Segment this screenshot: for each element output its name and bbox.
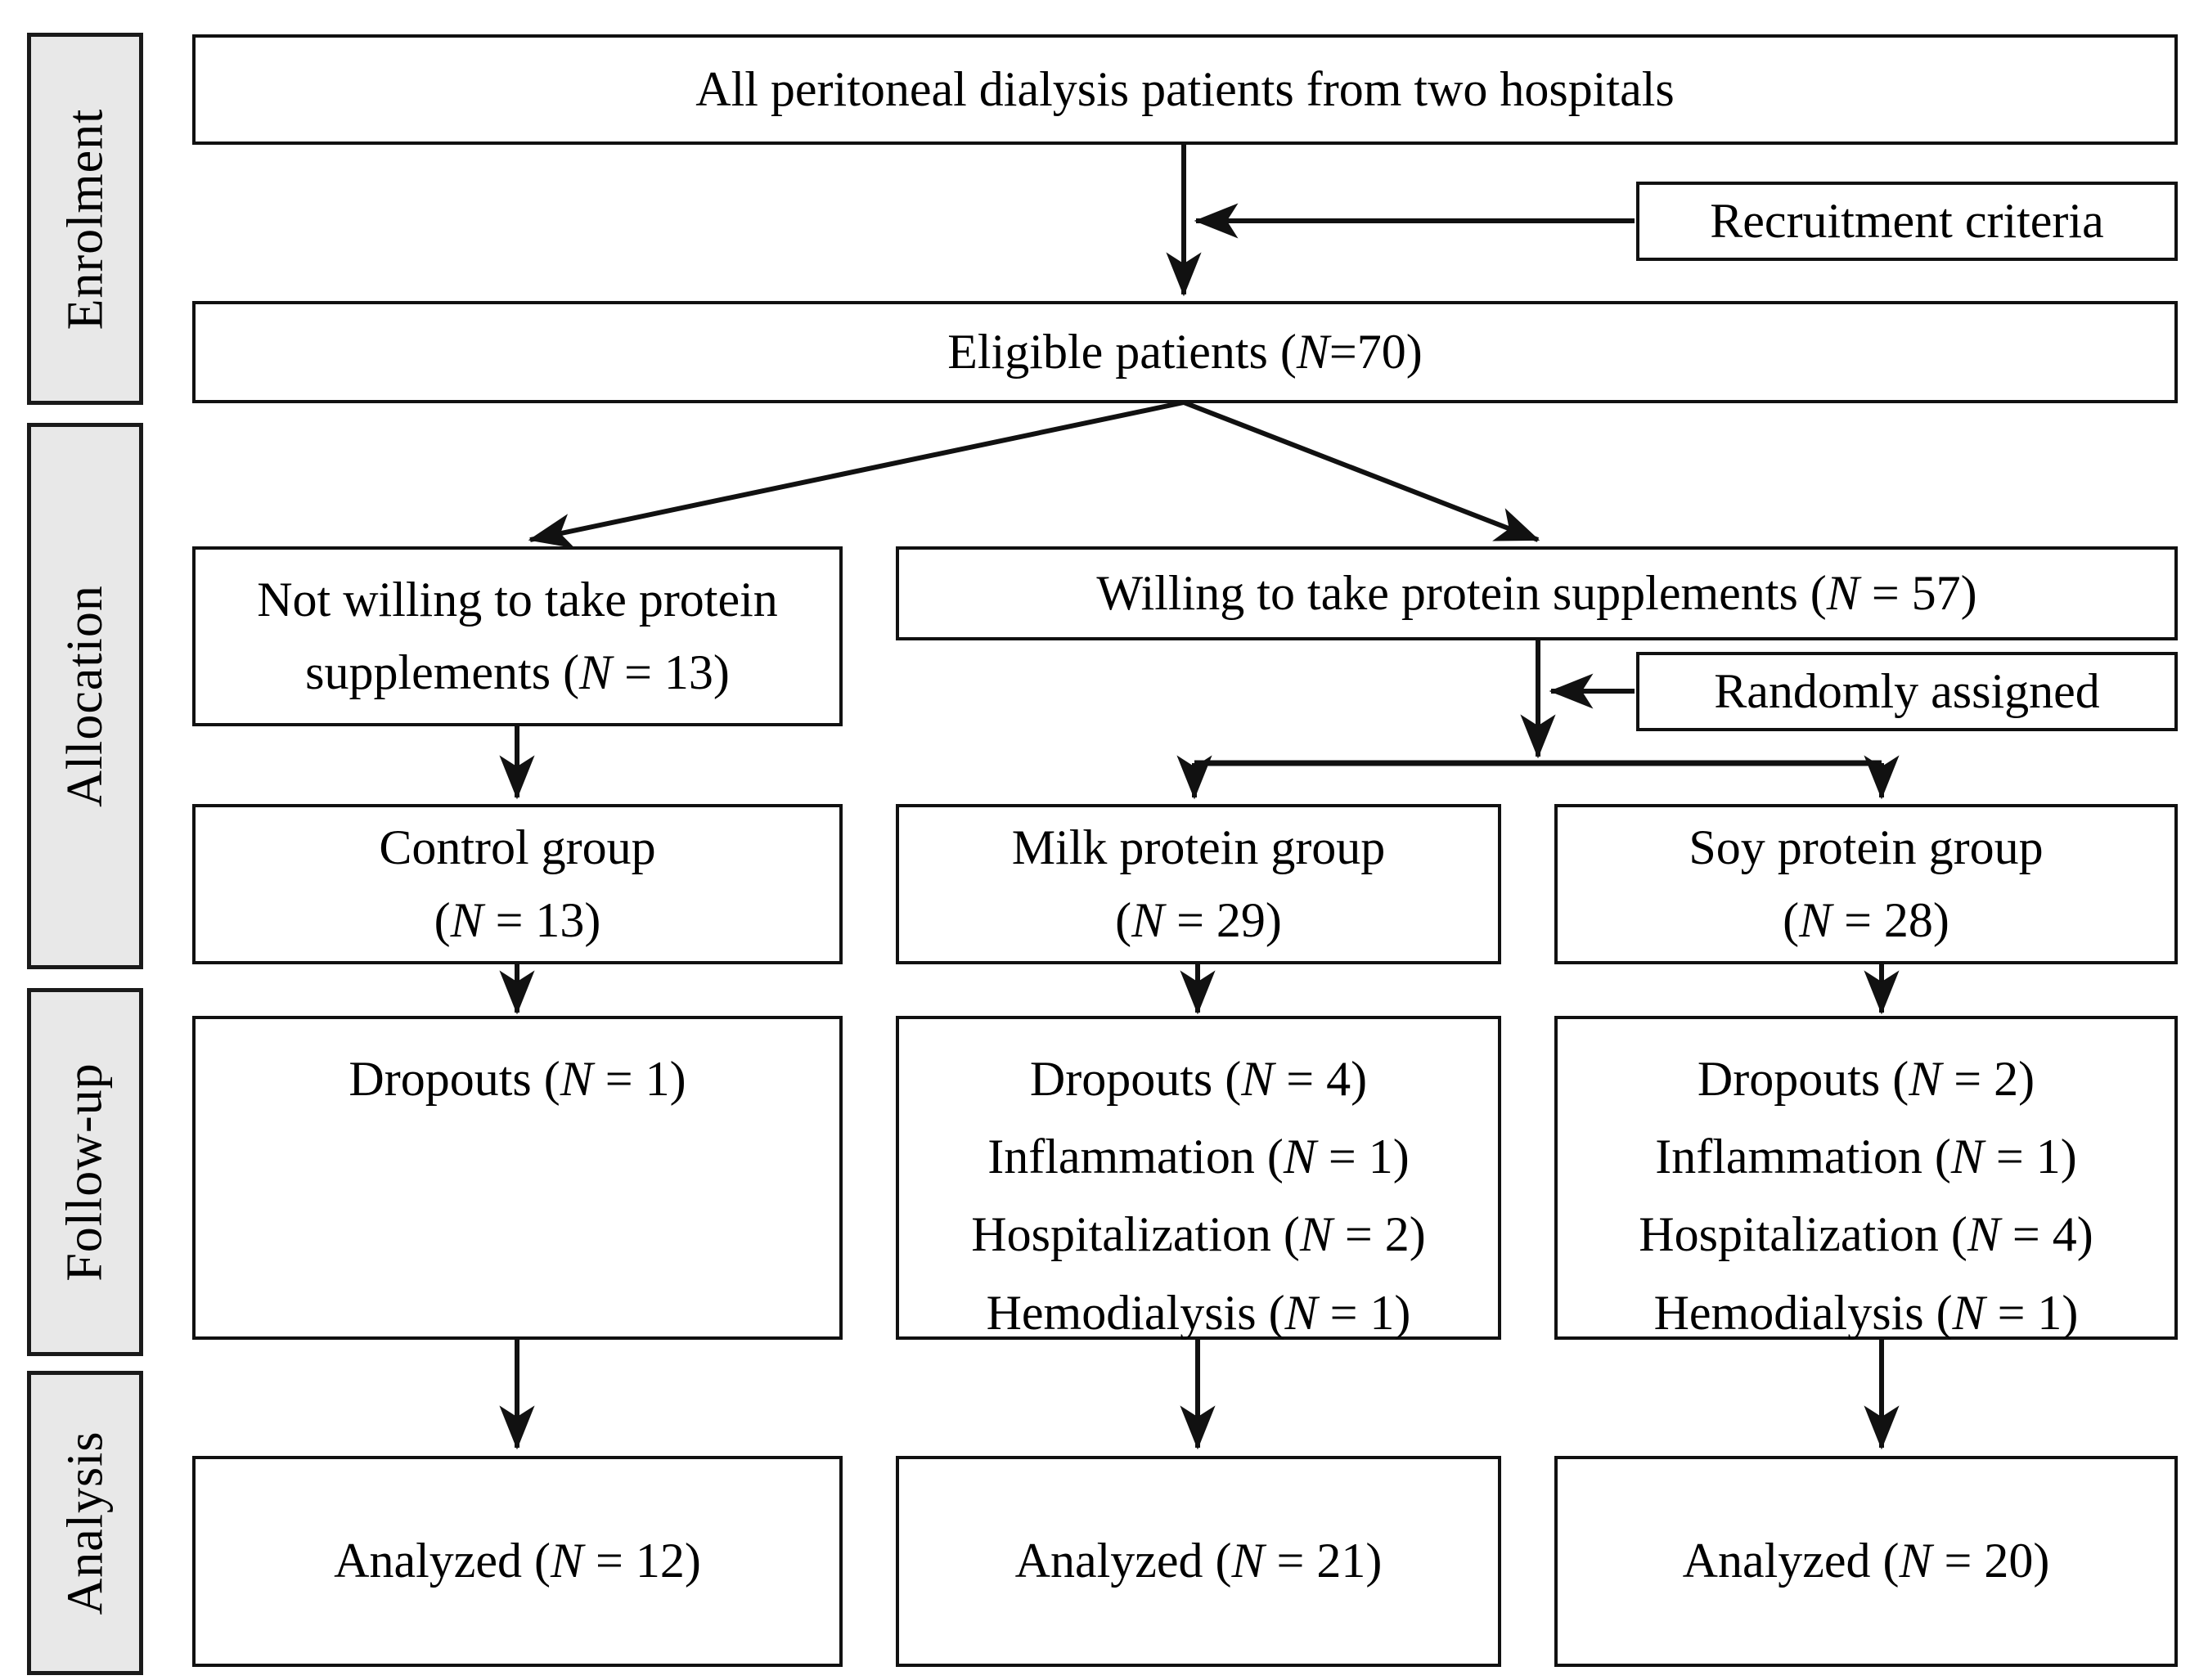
stage-label-analysis-text: Analysis — [57, 1431, 113, 1615]
node-control-group: Control group (N = 13) — [192, 804, 843, 964]
stage-label-followup: Follow-up — [27, 988, 143, 1356]
node-milk-followup-row-1: Inflammation (N = 1) — [987, 1130, 1410, 1184]
node-milk-analyzed: Analyzed (N = 21) — [896, 1456, 1501, 1667]
node-eligible-patients-text: Eligible patients (N=70) — [947, 324, 1423, 379]
node-not-willing-line1: Not willing to take protein — [257, 572, 778, 627]
node-milk-analyzed-text: Analyzed (N = 21) — [1014, 1534, 1383, 1588]
stage-label-enrolment: Enrolment — [27, 33, 143, 405]
node-not-willing-line2: supplements (N = 13) — [305, 645, 730, 699]
node-soy-group-line2: (N = 28) — [1783, 893, 1949, 947]
node-soy-analyzed: Analyzed (N = 20) — [1554, 1456, 2178, 1667]
node-control-group-line2: (N = 13) — [434, 893, 601, 947]
stage-label-analysis: Analysis — [27, 1371, 143, 1675]
node-control-group-line1: Control group — [379, 820, 656, 874]
node-soy-analyzed-text: Analyzed (N = 20) — [1682, 1534, 2050, 1588]
node-milk-followup-row-2: Hospitalization (N = 2) — [971, 1207, 1426, 1262]
node-eligible-patients: Eligible patients (N=70) — [192, 301, 2178, 403]
node-control-followup: Dropouts (N = 1) — [192, 1016, 843, 1340]
node-willing: Willing to take protein supplements (N =… — [896, 546, 2178, 640]
node-milk-followup-row-3: Hemodialysis (N = 1) — [986, 1285, 1411, 1340]
node-randomly-assigned-text: Randomly assigned — [1714, 663, 2100, 718]
stage-label-enrolment-text: Enrolment — [57, 108, 113, 330]
node-control-analyzed-text: Analyzed (N = 12) — [334, 1534, 701, 1588]
stage-label-allocation-text: Allocation — [57, 585, 113, 807]
node-recruitment-criteria-text: Recruitment criteria — [1710, 193, 2104, 248]
node-control-followup-row-0: Dropouts (N = 1) — [349, 1052, 686, 1106]
node-soy-group: Soy protein group (N = 28) — [1554, 804, 2178, 964]
node-all-patients-text: All peritoneal dialysis patients from tw… — [695, 61, 1675, 116]
node-randomly-assigned: Randomly assigned — [1636, 652, 2178, 731]
node-not-willing: Not willing to take protein supplements … — [192, 546, 843, 726]
node-milk-followup-row-0: Dropouts (N = 4) — [1029, 1052, 1368, 1106]
node-all-patients: All peritoneal dialysis patients from tw… — [192, 34, 2178, 145]
node-willing-text: Willing to take protein supplements (N =… — [1096, 565, 1977, 620]
stage-label-allocation: Allocation — [27, 423, 143, 969]
arrow-eligible-to-willing — [1182, 400, 1540, 542]
node-milk-followup: Dropouts (N = 4) Inflammation (N = 1) Ho… — [896, 1016, 1501, 1340]
node-control-analyzed: Analyzed (N = 12) — [192, 1456, 843, 1667]
node-milk-group: Milk protein group (N = 29) — [896, 804, 1501, 964]
node-soy-followup-row-2: Hospitalization (N = 4) — [1639, 1207, 2093, 1262]
node-soy-group-line1: Soy protein group — [1689, 820, 2044, 874]
node-soy-followup: Dropouts (N = 2) Inflammation (N = 1) Ho… — [1554, 1016, 2178, 1340]
node-milk-group-line2: (N = 29) — [1115, 893, 1282, 947]
node-soy-followup-row-0: Dropouts (N = 2) — [1697, 1052, 2035, 1106]
node-milk-group-line1: Milk protein group — [1011, 820, 1386, 874]
stage-label-followup-text: Follow-up — [57, 1062, 114, 1282]
node-recruitment-criteria: Recruitment criteria — [1636, 182, 2178, 261]
arrow-eligible-to-notwilling — [528, 400, 1185, 549]
node-soy-followup-row-3: Hemodialysis (N = 1) — [1653, 1285, 2079, 1340]
node-soy-followup-row-1: Inflammation (N = 1) — [1655, 1130, 2077, 1184]
